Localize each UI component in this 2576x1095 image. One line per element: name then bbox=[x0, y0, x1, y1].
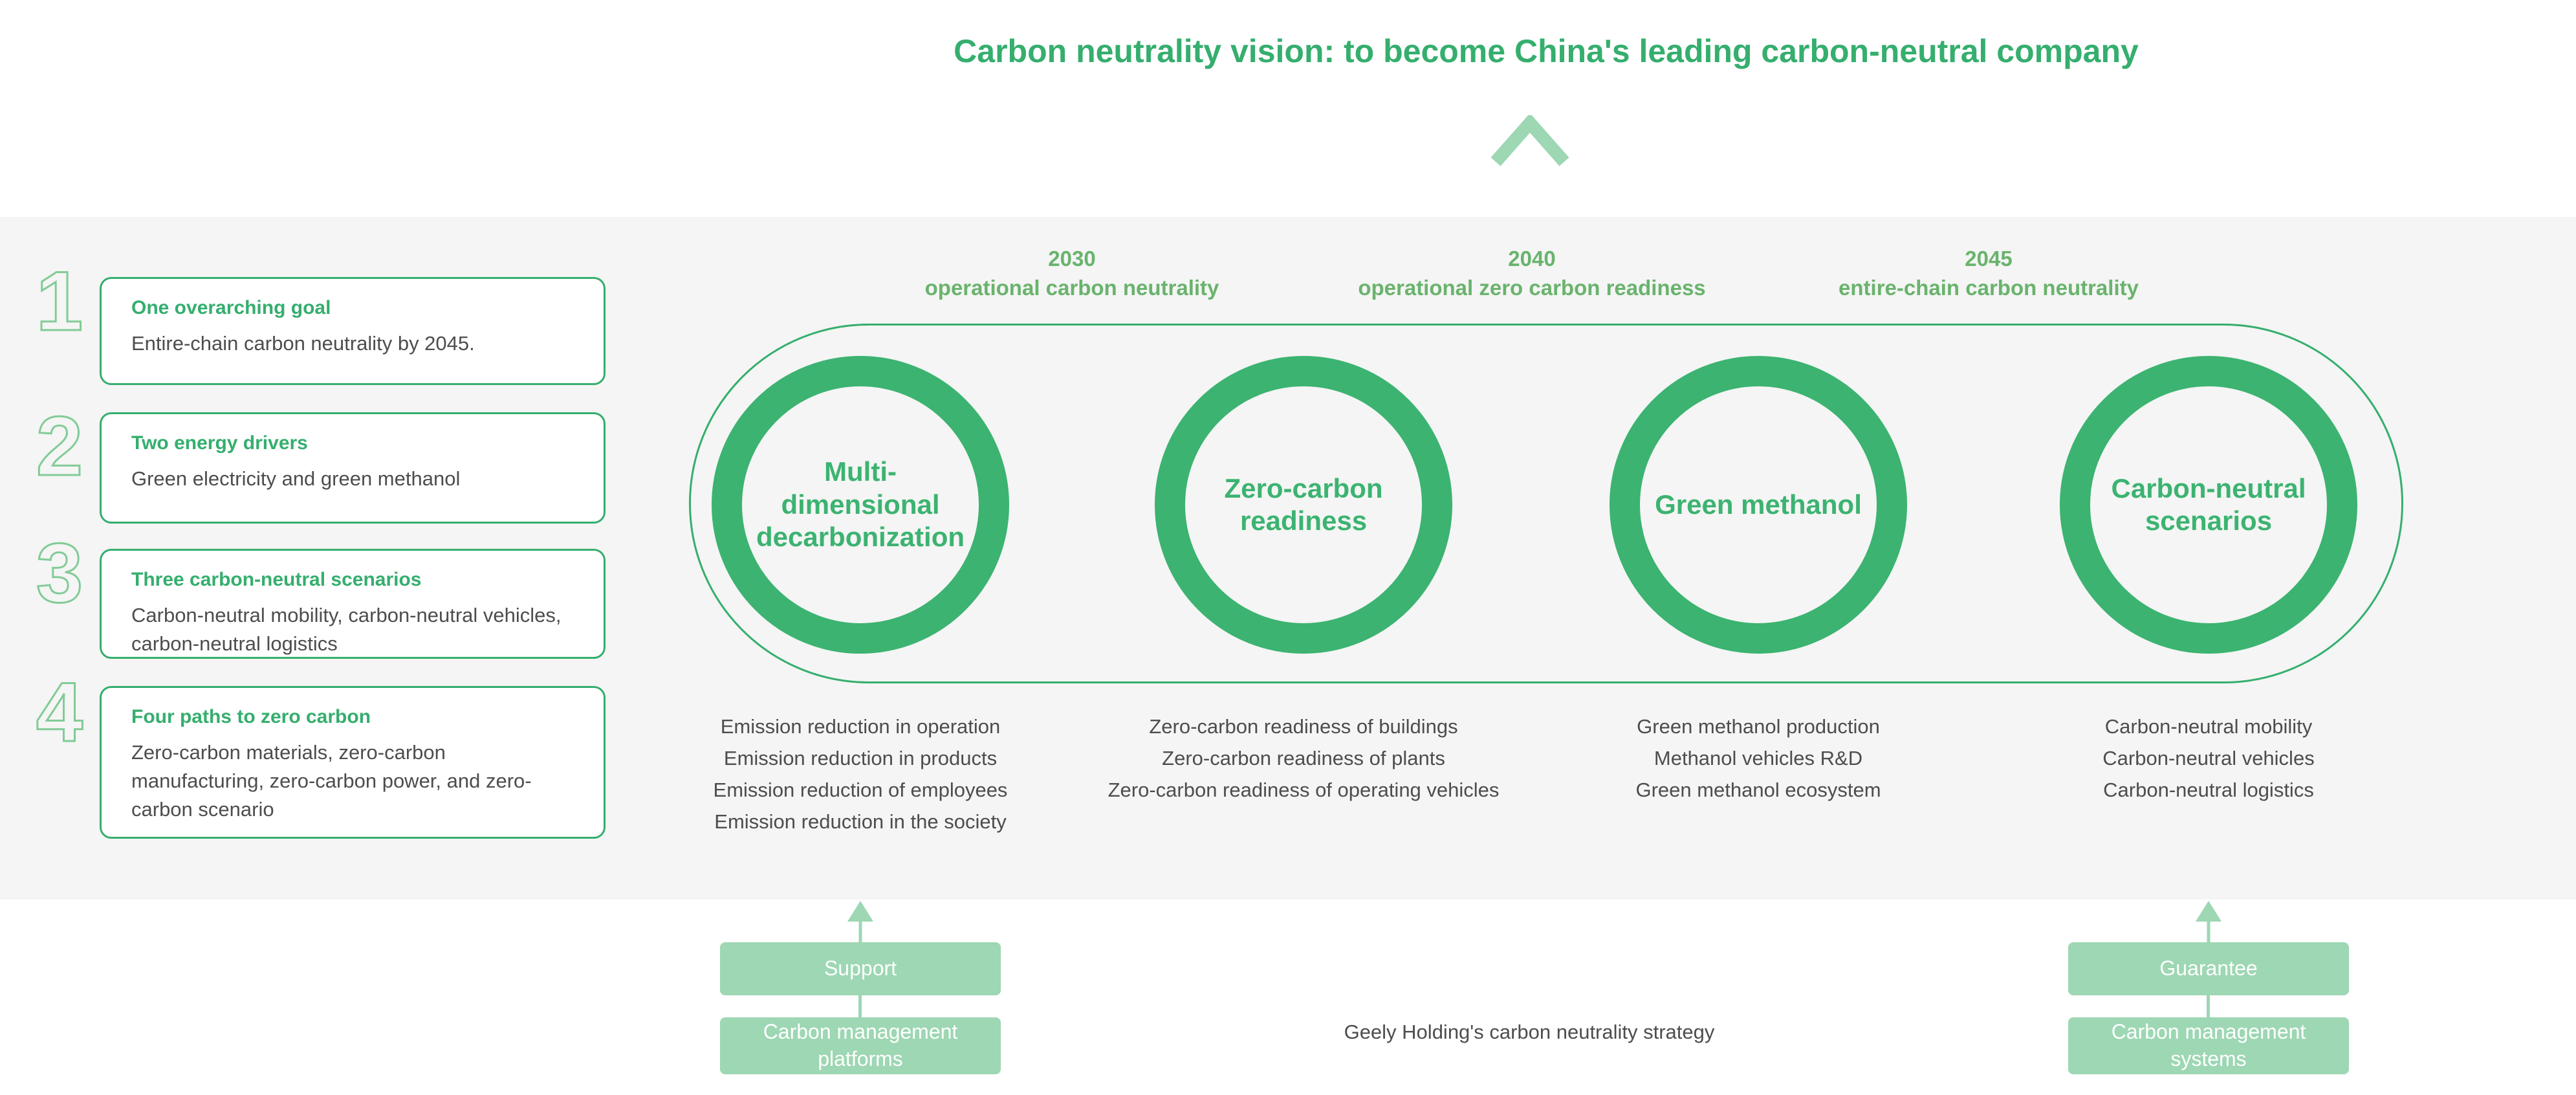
pillar-circle-label-line: dimensional bbox=[781, 489, 940, 520]
connector-line bbox=[858, 995, 862, 1017]
pillar-circle: Green methanol bbox=[1610, 356, 1907, 654]
pillar-circle: Zero-carbon readiness bbox=[1155, 356, 1452, 654]
pillar-list-item: Zero-carbon readiness of operating vehic… bbox=[1108, 779, 1500, 801]
pillar-list-item: Emission reduction in the society bbox=[714, 810, 1007, 833]
strategy-caption: Geely Holding's carbon neutrality strate… bbox=[1344, 1021, 1715, 1043]
pillar-list-item: Carbon-neutral logistics bbox=[2103, 779, 2314, 801]
roadmap-outline bbox=[689, 324, 2403, 683]
milestone-header: 2040 operational zero carbon readiness bbox=[1273, 245, 1791, 302]
goal-card-body: Zero-carbon materials, zero-carbon manuf… bbox=[131, 741, 532, 821]
goal-card-title: One overarching goal bbox=[131, 297, 331, 318]
goal-number: 3 bbox=[35, 525, 83, 620]
milestone-label: operational zero carbon readiness bbox=[1358, 275, 1706, 300]
support-box: Support bbox=[720, 942, 1001, 995]
goal-number: 1 bbox=[35, 254, 83, 348]
milestone-label: operational carbon neutrality bbox=[924, 275, 1219, 300]
pillar-circle-label-line: Multi- bbox=[824, 456, 897, 487]
milestone-year: 2040 bbox=[1508, 247, 1556, 271]
pillar-circle-label-line: scenarios bbox=[2145, 505, 2273, 536]
goal-number: 4 bbox=[35, 665, 83, 759]
pillar-list-item: Carbon-neutral mobility bbox=[2104, 715, 2313, 738]
page-title: Carbon neutrality vision: to become Chin… bbox=[954, 33, 2139, 69]
pillar-list-item: Green methanol production bbox=[1637, 715, 1880, 738]
goal-card-body: Entire-chain carbon neutrality by 2045. bbox=[131, 332, 475, 355]
pillar-list-item: Emission reduction of employees bbox=[713, 779, 1008, 801]
carbon-management-platforms-box: Carbon management platforms bbox=[720, 1017, 1001, 1074]
goal-card-title: Two energy drivers bbox=[131, 432, 308, 454]
pillar-circle-label-line: decarbonization bbox=[756, 522, 965, 553]
milestone-year: 2045 bbox=[1965, 247, 2013, 271]
pillar-circle-label-line: Zero-carbon bbox=[1224, 472, 1383, 503]
milestone-label: entire-chain carbon neutrality bbox=[1839, 275, 2139, 300]
goal-card: Four paths to zero carbon Zero-carbon ma… bbox=[100, 686, 606, 839]
pillar-list-item: Zero-carbon readiness of buildings bbox=[1149, 715, 1458, 738]
goal-card-title: Three carbon-neutral scenarios bbox=[131, 569, 422, 590]
goal-number: 2 bbox=[35, 399, 83, 493]
chevron-up-icon bbox=[1490, 115, 1569, 166]
pillar-list: Zero-carbon readiness of buildings Zero-… bbox=[1025, 711, 1582, 806]
pillar-list-item: Zero-carbon readiness of plants bbox=[1162, 747, 1445, 769]
pillar-list-item: Carbon-neutral vehicles bbox=[2102, 747, 2315, 769]
goal-card: Two energy drivers Green electricity and… bbox=[100, 412, 606, 524]
pillar-circle-label-line: Carbon-neutral bbox=[2111, 472, 2306, 503]
milestone-header: 2030 operational carbon neutrality bbox=[813, 245, 1331, 302]
pillar-circle: Multi- dimensional decarbonization bbox=[712, 356, 1009, 654]
pillar-list-item: Emission reduction in operation bbox=[720, 715, 1001, 738]
milestone-year: 2030 bbox=[1048, 247, 1096, 271]
pillar-list: Green methanol production Methanol vehic… bbox=[1480, 711, 2036, 806]
pillar-list-item: Methanol vehicles R&D bbox=[1654, 747, 1863, 769]
goal-card-body: Green electricity and green methanol bbox=[131, 467, 461, 490]
up-arrow-icon bbox=[2196, 901, 2221, 942]
connector-line bbox=[2207, 995, 2210, 1017]
guarantee-box: Guarantee bbox=[2068, 942, 2349, 995]
carbon-management-systems-box: Carbon management systems bbox=[2068, 1017, 2349, 1074]
pillar-list: Carbon-neutral mobility Carbon-neutral v… bbox=[1930, 711, 2487, 806]
pillar-circle-label-line: Green methanol bbox=[1655, 489, 1862, 520]
milestone-header: 2045 entire-chain carbon neutrality bbox=[1730, 245, 2247, 302]
pillar-list-item: Green methanol ecosystem bbox=[1635, 779, 1881, 801]
goal-card-body: Carbon-neutral mobility, carbon-neutral … bbox=[131, 604, 562, 655]
pillar-list: Emission reduction in operation Emission… bbox=[582, 711, 1139, 837]
goal-card-title: Four paths to zero carbon bbox=[131, 706, 371, 727]
up-arrow-icon bbox=[847, 901, 873, 942]
goal-card: Three carbon-neutral scenarios Carbon-ne… bbox=[100, 549, 606, 659]
pillar-circle: Carbon-neutral scenarios bbox=[2060, 356, 2357, 654]
pillar-list-item: Emission reduction in products bbox=[723, 747, 998, 769]
pillar-circle-label-line: readiness bbox=[1239, 505, 1368, 536]
goal-card: One overarching goal Entire-chain carbon… bbox=[100, 277, 606, 385]
